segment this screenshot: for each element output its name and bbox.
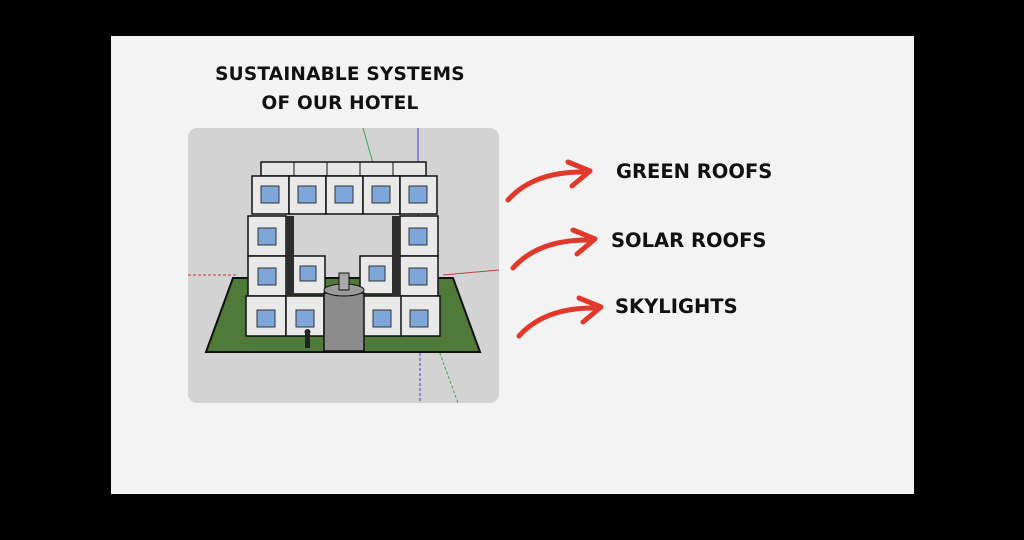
arrow-green-roofs-icon bbox=[505, 159, 593, 203]
arrow-solar-roofs-icon bbox=[510, 227, 598, 271]
hotel-model-image bbox=[188, 128, 499, 403]
feature-green-roofs: GREEN ROOFS bbox=[616, 160, 773, 183]
slide-title: SUSTAINABLE SYSTEMS OF OUR HOTEL bbox=[176, 60, 504, 118]
feature-skylights: SKYLIGHTS bbox=[615, 295, 738, 318]
feature-solar-roofs: SOLAR ROOFS bbox=[611, 229, 767, 252]
title-line-2: OF OUR HOTEL bbox=[261, 93, 419, 114]
title-line-1: SUSTAINABLE SYSTEMS bbox=[215, 64, 465, 85]
arrow-skylights-icon bbox=[516, 295, 604, 339]
hotel-3d-model-icon bbox=[188, 128, 499, 403]
